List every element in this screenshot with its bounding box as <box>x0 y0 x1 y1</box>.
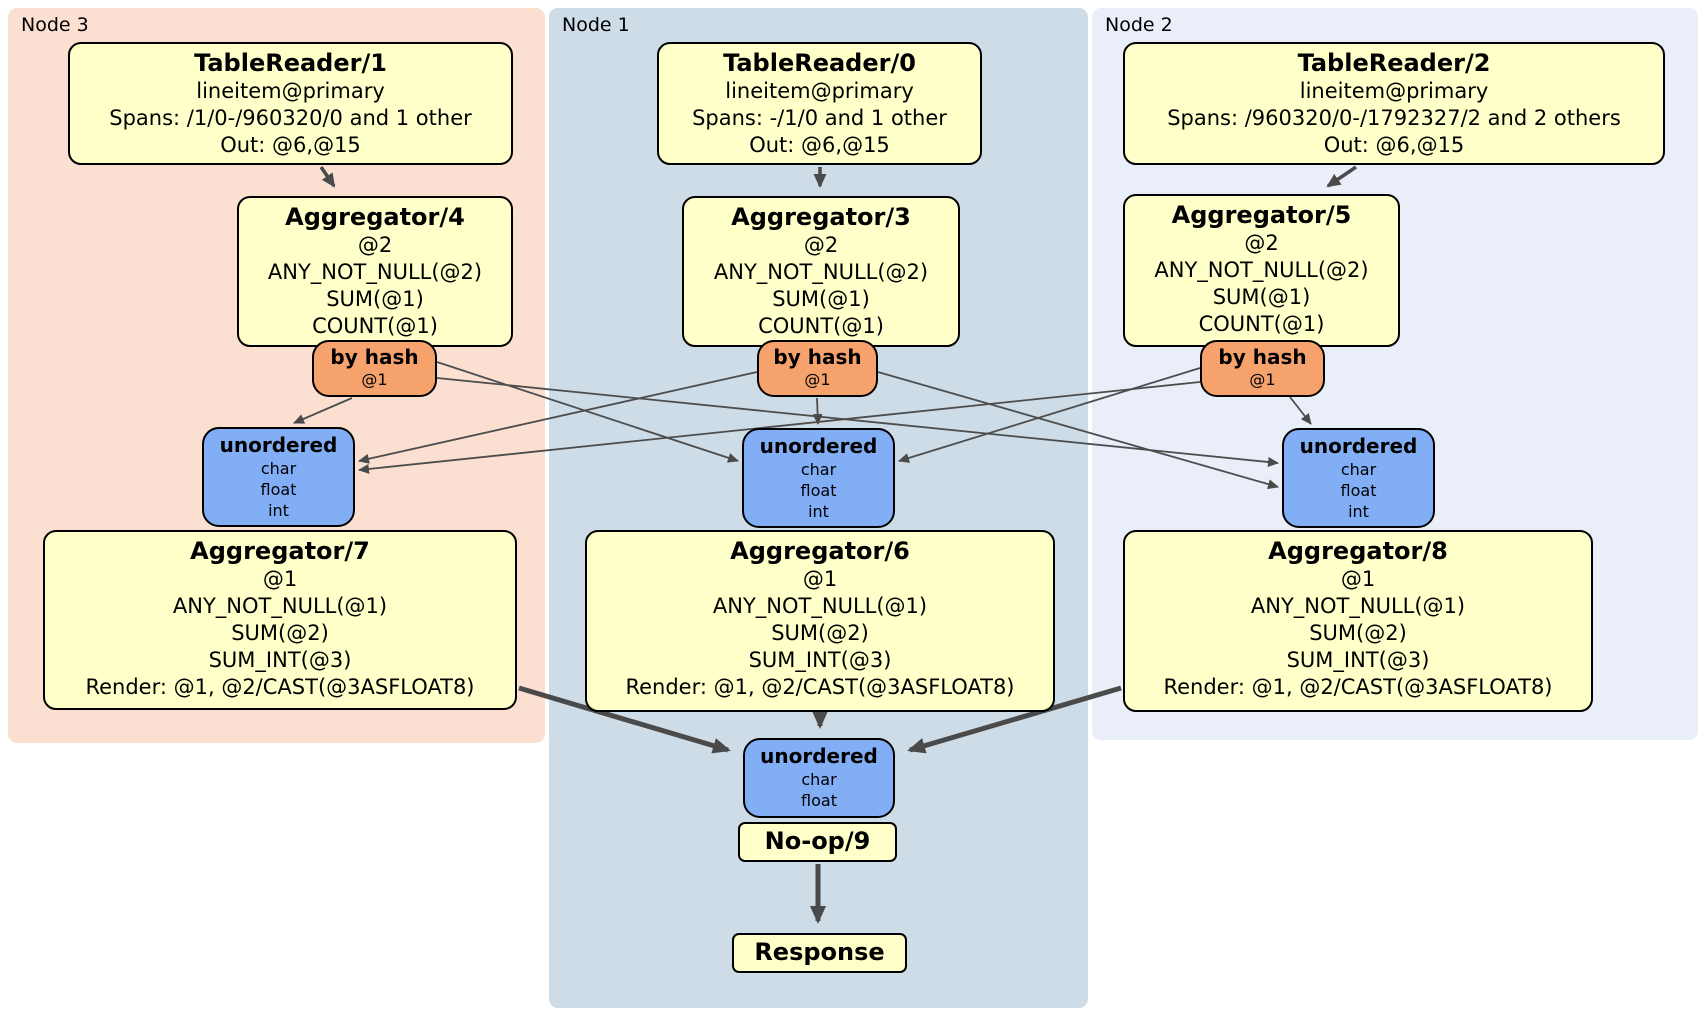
aggregator-6-title: Aggregator/6 <box>730 537 910 565</box>
sync-node1-title: unordered <box>759 434 878 458</box>
aggregator-3-box: Aggregator/3 @2 ANY_NOT_NULL(@2) SUM(@1)… <box>682 196 960 347</box>
tablereader-2-box: TableReader/2 lineitem@primary Spans: /9… <box>1123 42 1665 165</box>
aggregator-6-fn3: SUM_INT(@3) <box>748 648 892 672</box>
noop-9-title: No-op/9 <box>764 827 871 855</box>
aggregator-7-groupcols: @1 <box>262 567 298 591</box>
final-sync-col2: float <box>801 791 837 810</box>
aggregator-7-box: Aggregator/7 @1 ANY_NOT_NULL(@1) SUM(@2)… <box>43 530 517 710</box>
sync-node3: unordered char float int <box>202 427 355 527</box>
aggregator-8-groupcols: @1 <box>1340 567 1376 591</box>
panel-node3-label: Node 3 <box>21 14 89 36</box>
aggregator-5-title: Aggregator/5 <box>1171 201 1352 229</box>
tablereader-0-out: Out: @6,@15 <box>749 133 890 157</box>
panel-node1-label: Node 1 <box>562 14 630 36</box>
aggregator-7-title: Aggregator/7 <box>190 537 370 565</box>
hash-router-node3: by hash @1 <box>312 340 437 397</box>
aggregator-8-fn2: SUM(@2) <box>1309 621 1407 645</box>
aggregator-3-fn3: COUNT(@1) <box>758 314 884 338</box>
aggregator-5-fn3: COUNT(@1) <box>1198 312 1325 336</box>
aggregator-7-fn2: SUM(@2) <box>231 621 329 645</box>
sync-node2: unordered char float int <box>1282 428 1435 528</box>
stream-arrows <box>518 685 1122 924</box>
tablereader-0-box: TableReader/0 lineitem@primary Spans: -/… <box>657 42 982 165</box>
response-title: Response <box>754 938 885 966</box>
aggregator-6-groupcols: @1 <box>802 567 838 591</box>
final-sync-title: unordered <box>760 744 878 768</box>
tablereader-2-out: Out: @6,@15 <box>1323 133 1465 157</box>
final-sync-col1: char <box>801 770 837 789</box>
aggregator-5-fn1: ANY_NOT_NULL(@2) <box>1154 258 1369 282</box>
hash-router-node1: by hash @1 <box>757 340 878 397</box>
hash-router-node2: by hash @1 <box>1200 340 1325 397</box>
aggregator-4-groupcols: @2 <box>357 233 393 257</box>
aggregator-8-title: Aggregator/8 <box>1268 537 1448 565</box>
aggregator-6-fn2: SUM(@2) <box>771 621 869 645</box>
tablereader-1-title: TableReader/1 <box>194 49 387 77</box>
aggregator-5-box: Aggregator/5 @2 ANY_NOT_NULL(@2) SUM(@1)… <box>1123 194 1400 347</box>
aggregator-3-title: Aggregator/3 <box>731 203 911 231</box>
tablereader-1-spans: Spans: /1/0-/960320/0 and 1 other <box>109 106 472 130</box>
aggregator-8-fn1: ANY_NOT_NULL(@1) <box>1250 594 1466 618</box>
sync-node3-col2: float <box>260 480 297 499</box>
tablereader-2-spans: Spans: /960320/0-/1792327/2 and 2 others <box>1167 106 1621 130</box>
sync-node2-col2: float <box>1340 481 1377 500</box>
tablereader-2-index: lineitem@primary <box>1299 79 1489 103</box>
aggregator-4-title: Aggregator/4 <box>285 203 465 231</box>
aggregator-7-fn1: ANY_NOT_NULL(@1) <box>172 594 388 618</box>
tablereader-2-title: TableReader/2 <box>1297 49 1491 77</box>
sync-node1-col1: char <box>800 460 837 479</box>
sync-node3-title: unordered <box>219 433 338 457</box>
tablereader-0-spans: Spans: -/1/0 and 1 other <box>692 106 947 130</box>
aggregator-4-fn2: SUM(@1) <box>326 287 424 311</box>
sync-node2-col3: int <box>1348 502 1369 521</box>
tablereader-to-aggregator-arrows <box>319 165 1357 188</box>
panel-node2-label: Node 2 <box>1105 14 1173 36</box>
aggregator-3-groupcols: @2 <box>803 233 839 257</box>
aggregator-3-fn1: ANY_NOT_NULL(@2) <box>713 260 929 284</box>
aggregator-8-box: Aggregator/8 @1 ANY_NOT_NULL(@1) SUM(@2)… <box>1123 530 1593 712</box>
aggregator-6-fn1: ANY_NOT_NULL(@1) <box>712 594 928 618</box>
aggregator-4-box: Aggregator/4 @2 ANY_NOT_NULL(@2) SUM(@1)… <box>237 196 513 347</box>
tablereader-0-index: lineitem@primary <box>725 79 914 103</box>
aggregator-3-fn2: SUM(@1) <box>772 287 870 311</box>
hash-distribution-lines <box>293 361 1312 490</box>
noop-9-box: No-op/9 <box>738 822 897 862</box>
hash-router-node1-cols: @1 <box>804 370 831 389</box>
aggregator-4-fn1: ANY_NOT_NULL(@2) <box>267 260 483 284</box>
aggregator-7-render: Render: @1, @2/CAST(@3ASFLOAT8) <box>85 675 475 699</box>
hash-router-node2-title: by hash <box>1218 345 1307 369</box>
hash-router-node3-title: by hash <box>330 345 419 369</box>
aggregator-5-fn2: SUM(@1) <box>1212 285 1311 309</box>
aggregator-4-fn3: COUNT(@1) <box>312 314 438 338</box>
aggregator-6-render: Render: @1, @2/CAST(@3ASFLOAT8) <box>625 675 1015 699</box>
aggregator-5-groupcols: @2 <box>1244 231 1279 255</box>
hash-router-node3-cols: @1 <box>361 370 388 389</box>
response-box: Response <box>732 933 907 973</box>
hash-router-node1-title: by hash <box>773 345 862 369</box>
final-sync: unordered char float <box>743 738 895 818</box>
sync-node3-col3: int <box>268 501 289 520</box>
aggregator-7-fn3: SUM_INT(@3) <box>208 648 352 672</box>
sync-node2-col1: char <box>1340 460 1377 479</box>
sync-node1-col2: float <box>800 481 837 500</box>
tablereader-1-index: lineitem@primary <box>196 79 385 103</box>
tablereader-1-box: TableReader/1 lineitem@primary Spans: /1… <box>68 42 513 165</box>
tablereader-0-title: TableReader/0 <box>723 49 916 77</box>
sync-node2-title: unordered <box>1299 434 1418 458</box>
tablereader-1-out: Out: @6,@15 <box>220 133 361 157</box>
aggregator-8-fn3: SUM_INT(@3) <box>1286 648 1430 672</box>
sync-node3-col1: char <box>260 459 297 478</box>
hash-router-node2-cols: @1 <box>1249 370 1276 389</box>
sync-node1-col3: int <box>808 502 829 521</box>
aggregator-6-box: Aggregator/6 @1 ANY_NOT_NULL(@1) SUM(@2)… <box>585 530 1055 712</box>
aggregator-8-render: Render: @1, @2/CAST(@3ASFLOAT8) <box>1163 675 1553 699</box>
sync-node1: unordered char float int <box>742 428 895 528</box>
